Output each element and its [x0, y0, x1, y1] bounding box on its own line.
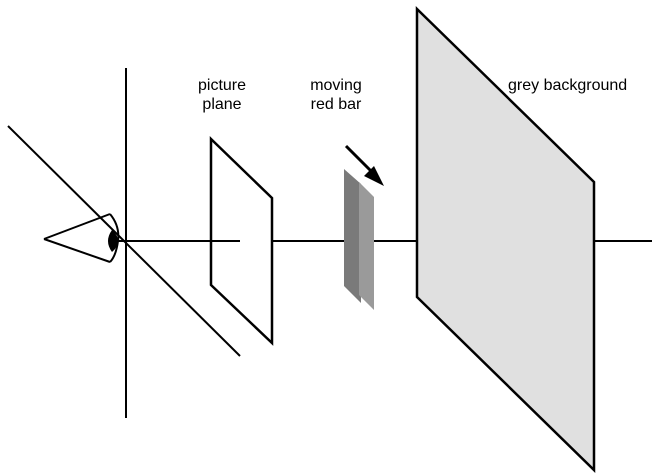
moving-bar-back-face	[344, 169, 361, 303]
moving-bar-front-face	[359, 182, 374, 310]
picture-plane-label-line2: plane	[202, 96, 242, 113]
grey-background-label: grey background	[508, 77, 628, 94]
picture-plane-label: picture plane	[190, 76, 254, 114]
moving-red-bar-label-line1: moving	[310, 77, 362, 94]
arrow-down-right-icon	[344, 144, 384, 186]
moving-red-bar-label-line2: red bar	[310, 96, 362, 113]
picture-plane-label-line1: picture	[197, 77, 247, 94]
picture-plane	[209, 136, 274, 346]
grey-background-plane	[415, 6, 596, 473]
moving-red-bar-label: moving red bar	[300, 76, 372, 114]
eye-icon	[43, 213, 120, 263]
